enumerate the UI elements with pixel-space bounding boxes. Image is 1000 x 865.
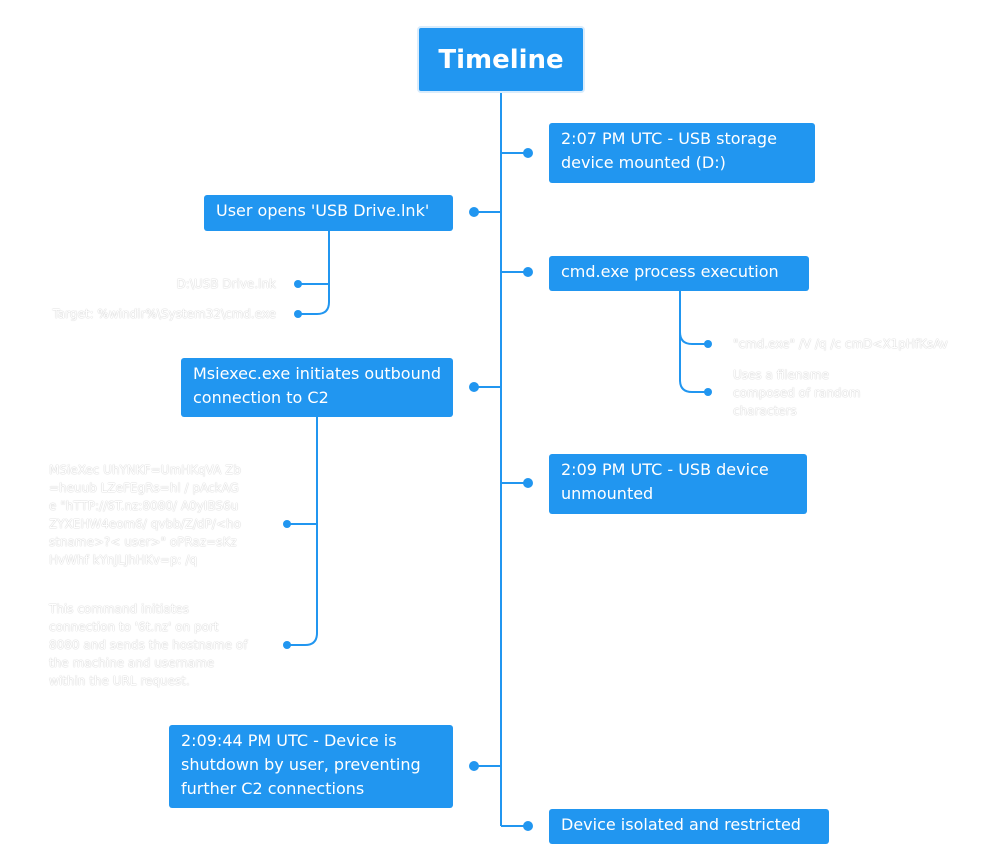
lnk-branch [298, 231, 330, 315]
event-usb-unmounted: 2:09 PM UTC - USB device unmounted [549, 454, 807, 514]
lnk-path-note: D:\USB Drive.lnk [176, 277, 276, 291]
msiexec-explanation-note: This command initiates connection to '6t… [49, 602, 248, 688]
cmd-filename-note: Uses a filename composed of random chara… [733, 368, 861, 418]
msiexec-command-note: MSieXec UhYNKF=UmHKqVA Zb=heuub LZeFEgRs… [49, 463, 241, 567]
event-usb-mounted: 2:07 PM UTC - USB storage device mounted… [549, 123, 815, 183]
event-msiexec-c2: Msiexec.exe initiates outbound connectio… [181, 358, 453, 417]
event-device-isolated: Device isolated and restricted [549, 809, 829, 844]
event-user-opens-lnk: User opens 'USB Drive.lnk' [204, 195, 453, 231]
event-cmd-execution: cmd.exe process execution [549, 256, 809, 291]
event-device-shutdown: 2:09:44 PM UTC - Device is shutdown by u… [169, 725, 453, 808]
timeline-title: Timeline [417, 26, 585, 93]
cmd-command-note: "cmd.exe" /V /q /c cmD<X1pHfKsAv [733, 337, 948, 351]
lnk-target-note: Target: %windir%\System32\cmd.exe [52, 307, 276, 321]
msiexec-branch [287, 417, 318, 646]
cmd-branch [679, 291, 708, 393]
